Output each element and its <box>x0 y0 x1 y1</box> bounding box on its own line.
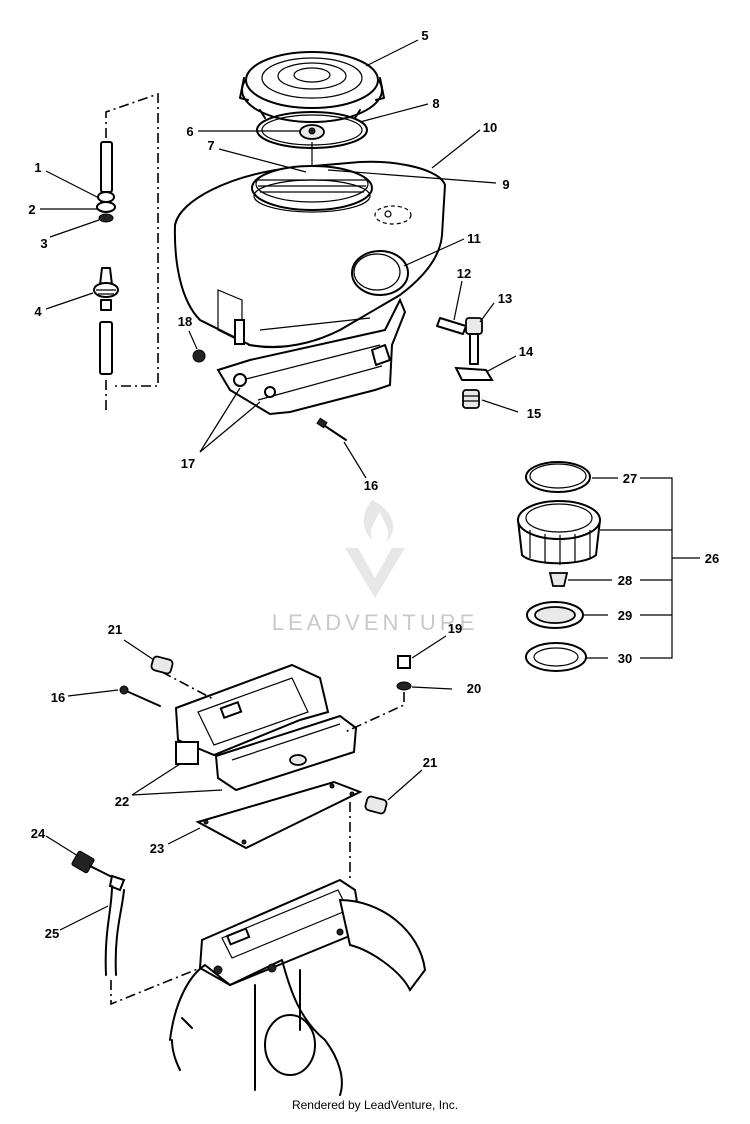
callout-28: 28 <box>618 573 632 588</box>
callout-16-top: 16 <box>364 478 378 493</box>
callout-9: 9 <box>502 177 509 192</box>
lower-mounting-bracket <box>119 655 412 815</box>
callout-6: 6 <box>186 124 193 139</box>
callout-26: 26 <box>705 551 719 566</box>
callout-17: 17 <box>181 456 195 471</box>
callout-3: 3 <box>40 236 47 251</box>
sight-glass <box>351 250 409 296</box>
watermark: LEADVENTURE <box>272 500 479 635</box>
callout-11: 11 <box>467 231 481 246</box>
callout-8: 8 <box>432 96 439 111</box>
callout-15: 15 <box>527 406 541 421</box>
footer-credit: Rendered by LeadVenture, Inc. <box>291 1098 459 1112</box>
callout-22: 22 <box>115 794 129 809</box>
tank-bracket <box>216 297 407 416</box>
callout-24: 24 <box>31 826 46 841</box>
callout-14: 14 <box>519 344 534 359</box>
callout-30: 30 <box>618 651 632 666</box>
callout-20: 20 <box>467 681 481 696</box>
small-fasteners-top <box>192 349 347 441</box>
callout-18: 18 <box>178 314 192 329</box>
callout-4: 4 <box>34 304 42 319</box>
gasket-plate <box>195 780 363 850</box>
callout-10: 10 <box>483 120 497 135</box>
fuel-line-lower <box>71 850 221 1006</box>
callout-16-bottom: 16 <box>51 690 65 705</box>
callout-12: 12 <box>457 266 471 281</box>
callout-27: 27 <box>623 471 637 486</box>
callout-13: 13 <box>498 291 512 306</box>
callout-25: 25 <box>45 926 59 941</box>
fuel-cap <box>239 51 385 123</box>
callout-2: 2 <box>28 202 35 217</box>
engine-shroud <box>169 802 427 1096</box>
callout-23: 23 <box>150 841 164 856</box>
callout-1: 1 <box>34 160 41 175</box>
callouts: 1 2 3 4 5 6 7 8 9 10 11 12 13 14 15 16 1… <box>28 28 719 941</box>
callout-21-top: 21 <box>108 622 122 637</box>
callout-5: 5 <box>421 28 428 43</box>
callout-29: 29 <box>618 608 632 623</box>
fuel-tank <box>173 160 447 349</box>
callout-7: 7 <box>207 138 214 153</box>
replacement-cap-assembly <box>516 461 700 672</box>
callout-21-bottom: 21 <box>423 755 437 770</box>
callout-19: 19 <box>448 621 462 636</box>
watermark-flame-logo-icon <box>345 500 405 598</box>
shutoff-valve <box>436 317 494 409</box>
fuel-line-assembly <box>93 92 159 412</box>
watermark-text: LEADVENTURE <box>272 610 479 635</box>
